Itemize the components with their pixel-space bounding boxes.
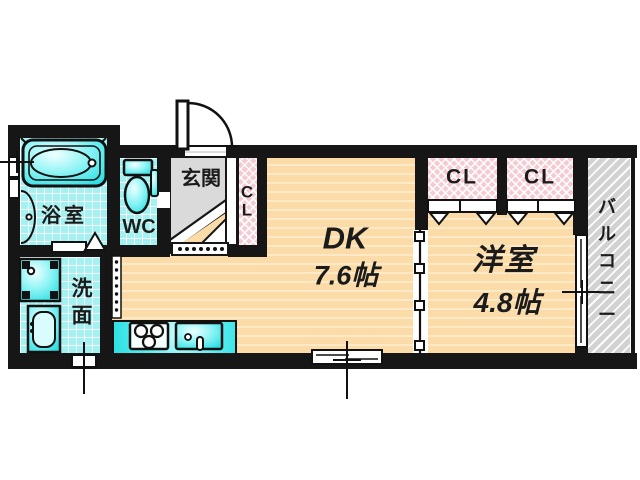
kitchen-counter [112,320,237,355]
entrance-closet-label-l: L [241,200,253,220]
balcony-label-3: コ [598,251,616,271]
closet-1-area [428,158,497,202]
washroom-label-1: 洗 [71,277,93,301]
wall [497,145,507,215]
entrance-label: 玄関 [181,168,221,190]
dk-size-label: 7.6帖 [313,260,379,291]
closet-1-label: CL [446,165,478,189]
entrance-closet-label-c: C [240,182,254,202]
bathroom-area [20,137,107,245]
closet-2-label: CL [524,165,556,189]
wall [8,245,170,257]
wall [100,245,112,353]
balcony-label-4: ニ [598,278,616,298]
balcony-label-1: バ [598,197,616,217]
wc-label: WC [122,216,156,238]
closet-2-area [507,158,575,202]
wall [157,145,170,257]
balcony-label-2: ル [598,224,616,244]
dk-label: DK [322,220,368,256]
balcony-rail [631,148,635,360]
western-room-size-label: 4.8帖 [473,287,541,318]
wall [8,353,637,369]
wall [107,137,120,245]
wall [575,347,588,357]
western-room-label: 洋室 [472,244,536,277]
washroom-label-2: 面 [71,304,93,328]
wall [573,145,588,235]
balcony-label-5: ー [598,305,616,325]
balcony-area [588,158,630,353]
bathroom-label: 浴室 [41,205,87,227]
wall [257,146,267,257]
wall [415,157,428,230]
wall [228,245,267,257]
wall [107,145,637,158]
wall [8,125,120,138]
